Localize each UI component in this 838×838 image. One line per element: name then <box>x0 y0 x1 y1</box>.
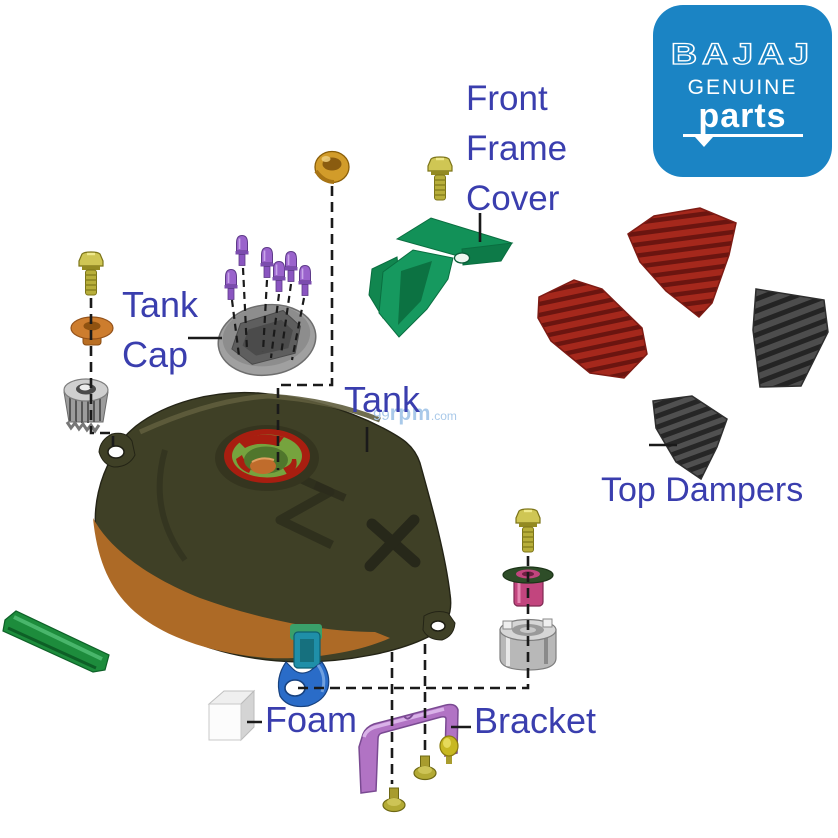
cap-screw-6 <box>297 264 313 297</box>
cap-screw-5 <box>283 250 299 283</box>
dash-left-column <box>89 298 115 450</box>
green-rod <box>2 610 110 673</box>
tank-right-tab <box>422 611 456 641</box>
top-damper-red-2 <box>537 279 648 379</box>
label-line: Frame <box>466 129 568 168</box>
label-line: Cap <box>122 334 189 375</box>
watermark-name: rpm <box>389 402 431 425</box>
castle-nut <box>63 378 109 434</box>
bolt-front-frame <box>426 155 454 202</box>
logo-genuine-text: GENUINE <box>687 76 798 99</box>
cap-screw-2 <box>223 268 239 301</box>
label-tank: Tank <box>344 379 421 420</box>
watermark-tld: .com <box>430 409 457 423</box>
tank-cap-plate <box>217 303 317 377</box>
dash-capbolts <box>230 267 306 361</box>
cap-screw-4 <box>271 260 287 293</box>
bracket-bolt-gold <box>439 735 459 764</box>
label-line: Tank <box>122 284 199 325</box>
flange-nut-gold <box>314 150 350 184</box>
label-front-frame-cover: Front Frame Cover <box>466 74 567 224</box>
tank-groove-dash <box>313 481 347 502</box>
cover-hole <box>453 252 471 264</box>
front-frame-cover-part <box>368 217 514 338</box>
logo-parts-text: parts <box>698 97 787 135</box>
label-leader-lines <box>188 213 677 729</box>
cap-screw-1 <box>234 234 250 267</box>
tank-groove-z <box>275 465 335 550</box>
logo-arrow-icon <box>694 137 713 147</box>
watermark: 99rpm.com <box>373 402 457 426</box>
tank-filler-opening <box>215 425 319 491</box>
foam-cube <box>207 689 256 742</box>
logo-underline <box>682 134 803 147</box>
bolt-right-mount <box>514 507 542 554</box>
petcock <box>277 624 330 708</box>
bolt-tank-cap <box>77 250 105 297</box>
label-line: Front <box>466 79 548 118</box>
label-line: Cover <box>466 179 560 218</box>
tank-lower-face <box>93 518 390 659</box>
tank-sheen <box>138 393 381 435</box>
cap-screw-3 <box>259 246 275 279</box>
fuel-tank <box>93 391 456 708</box>
right-tab-hole <box>430 620 446 632</box>
label-tank-cap: Tank Cap <box>122 280 198 380</box>
bracket-screw-1 <box>382 787 406 813</box>
tank-left-tab <box>98 432 136 468</box>
assembly-dashed-lines <box>89 186 530 784</box>
label-bracket: Bracket <box>474 700 597 741</box>
bracket-screw-2 <box>413 755 437 781</box>
dash-right-stack <box>294 556 530 690</box>
bajaj-genuine-parts-logo: BAJAJ GENUINE parts <box>653 5 832 177</box>
top-damper-dark-1 <box>752 288 829 388</box>
dash-filler-nut <box>276 186 334 470</box>
label-foam: Foam <box>265 699 358 740</box>
left-tab-hole <box>107 445 125 459</box>
tank-x-mark <box>364 514 421 572</box>
logo-brand-text: BAJAJ <box>670 36 815 71</box>
label-top-dampers: Top Dampers <box>601 471 804 509</box>
watermark-num: 99 <box>373 407 390 424</box>
tank-crease <box>156 449 188 562</box>
